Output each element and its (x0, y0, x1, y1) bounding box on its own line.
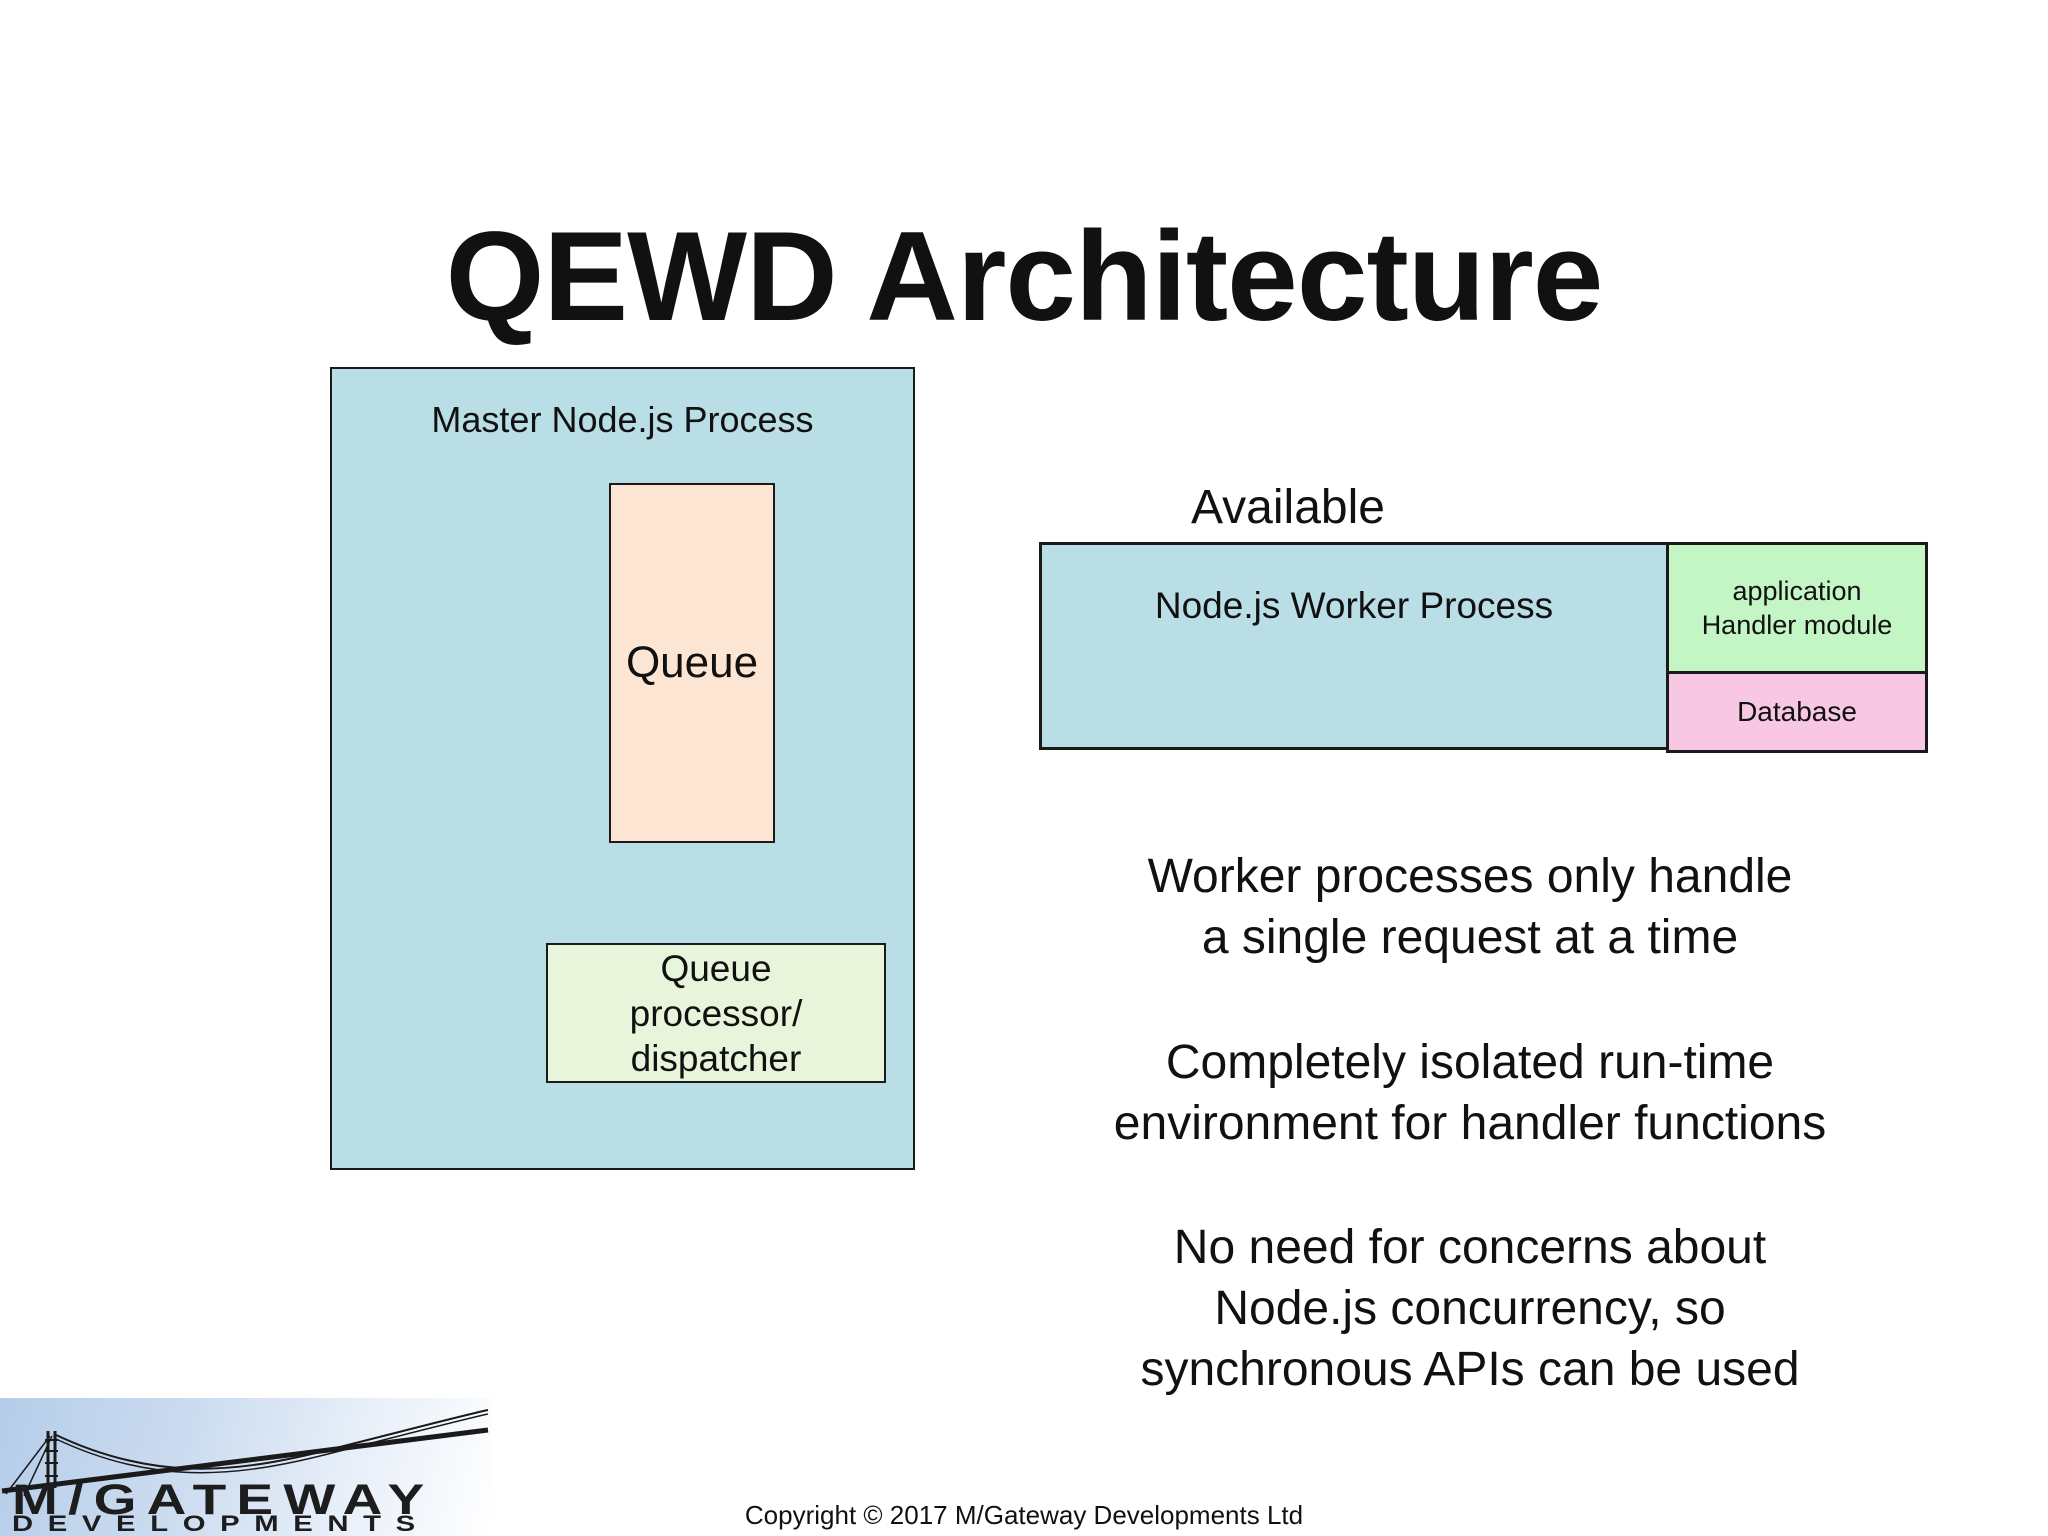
page-title: QEWD Architecture (445, 205, 1604, 348)
copyright-text: Copyright © 2017 M/Gateway Developments … (744, 1500, 1304, 1530)
bridge-logo-icon (1, 1409, 489, 1497)
queue-box: Queue (609, 483, 775, 843)
note-isolated-runtime: Completely isolated run-time environment… (1113, 1036, 1827, 1150)
database-box: Database (1666, 671, 1928, 753)
master-process-box: Master Node.js Process Queue Queue proce… (330, 367, 915, 1170)
queue-label: Queue (625, 638, 759, 687)
mgateway-logo: M/GATEWAY DEVELOPMENTS (0, 1398, 492, 1536)
queue-dispatcher-label: Queue processor/ dispatcher (629, 947, 803, 1079)
master-process-label: Master Node.js Process (431, 399, 814, 440)
note-single-request: Worker processes only handle a single re… (1147, 850, 1793, 964)
application-handler-box: application Handler module (1666, 542, 1928, 674)
worker-process-label: Node.js Worker Process (1154, 585, 1554, 626)
available-label: Available (1191, 481, 1385, 534)
worker-process-box: Node.js Worker Process (1039, 542, 1669, 750)
note-synchronous-apis: No need for concerns about Node.js concu… (1140, 1221, 1800, 1396)
logo-name-text: M/GATEWAY (12, 1476, 435, 1524)
queue-dispatcher-box: Queue processor/ dispatcher (546, 943, 886, 1083)
application-handler-label: application Handler module (1701, 576, 1893, 640)
logo-subname-text: DEVELOPMENTS (12, 1511, 430, 1536)
database-label: Database (1737, 696, 1857, 727)
